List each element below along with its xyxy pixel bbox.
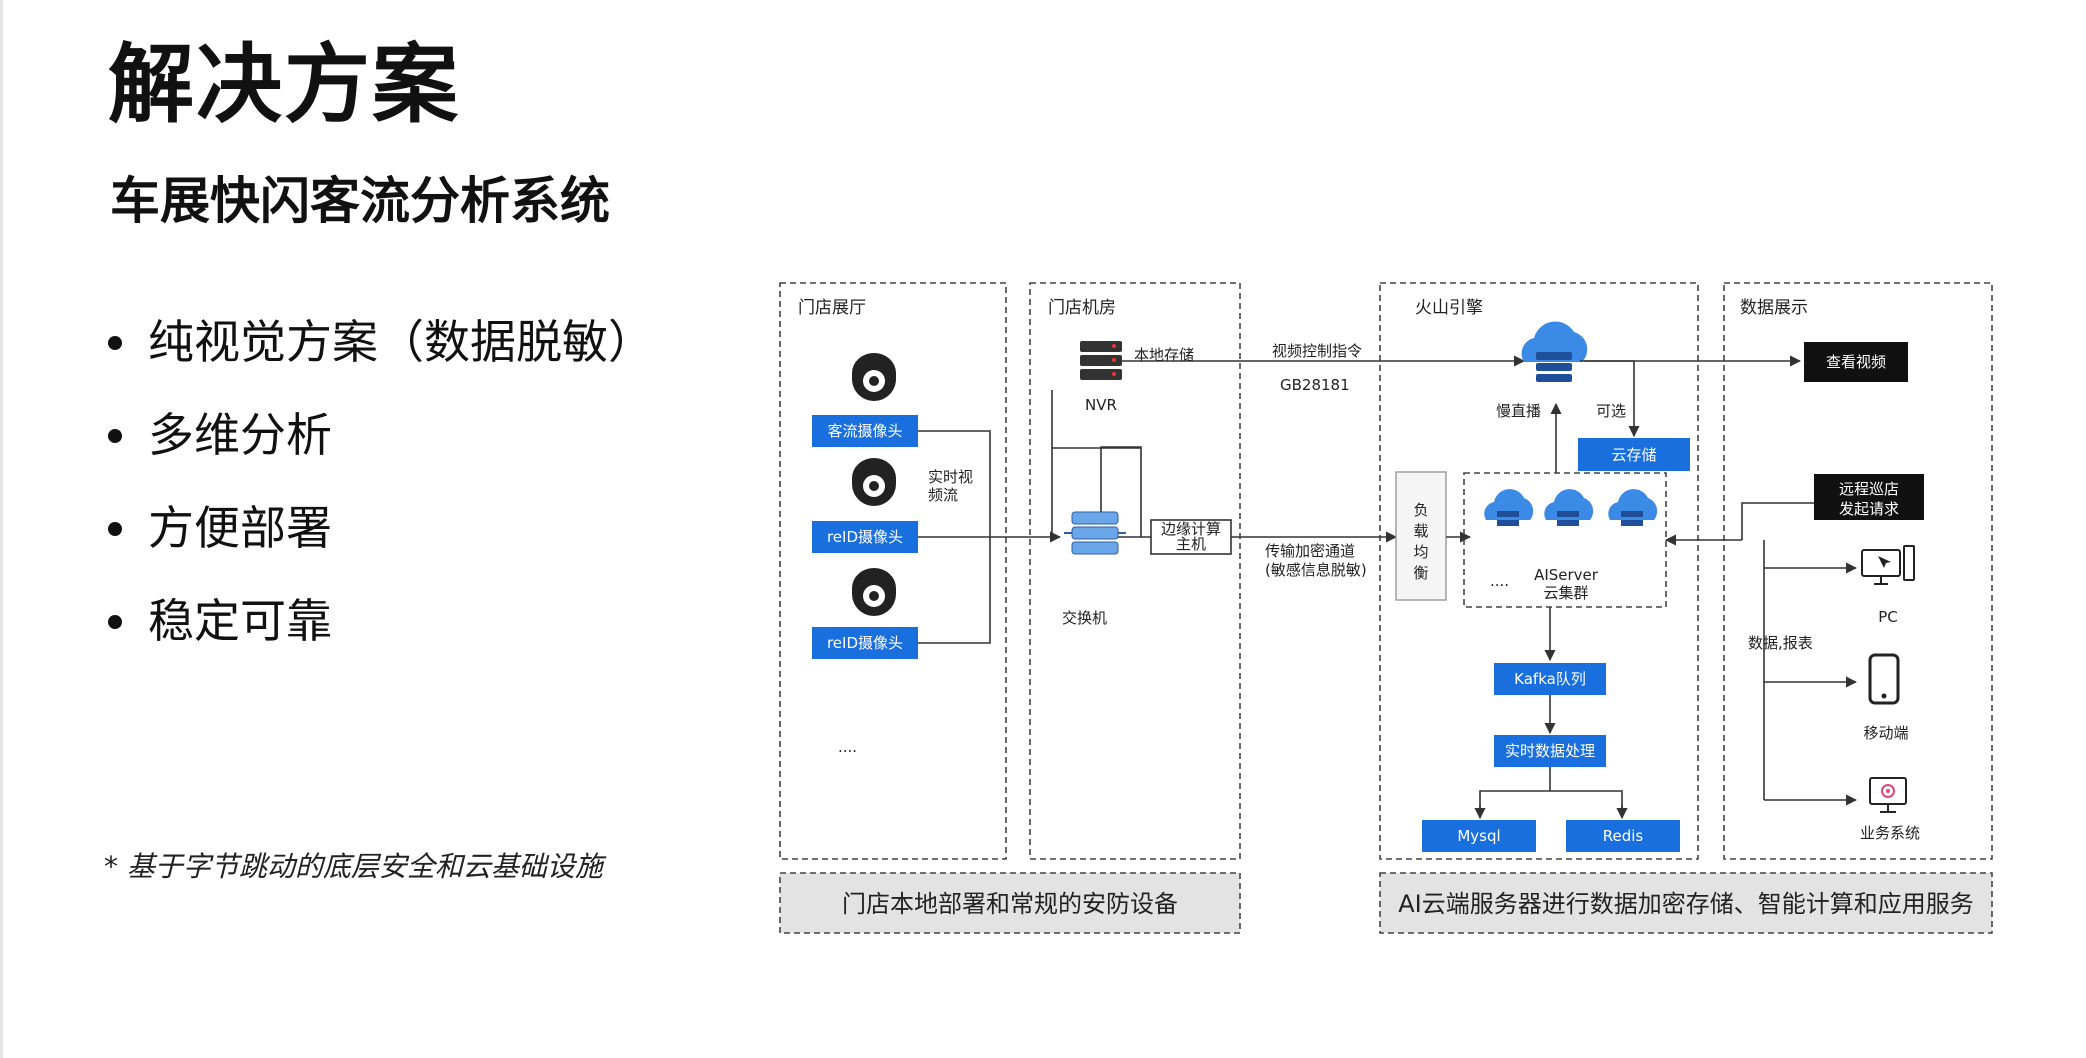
business-system-icon (1869, 777, 1907, 813)
load-balancer-box (1395, 471, 1447, 601)
aiserver-label: 云集群 (1543, 584, 1588, 602)
cloud-storage-block (1578, 438, 1690, 471)
aiserver-label: AIServer (1534, 566, 1599, 584)
data-report-label: 数据,报表 (1748, 634, 1813, 652)
camera-label: reID摄像头 (827, 634, 903, 652)
switch-icon (1064, 511, 1126, 555)
dome-camera-icon (852, 568, 896, 616)
mysql-label: Mysql (1457, 827, 1500, 845)
footer-left (779, 872, 1241, 934)
aiserver-cluster (1463, 472, 1667, 608)
pc-label: PC (1878, 608, 1898, 626)
cloud-server-icon (1484, 489, 1534, 526)
bullet-dot (108, 429, 122, 443)
section-store-hall (779, 282, 1007, 860)
nvr-server-icon (1080, 341, 1122, 380)
page-subtitle: 车展快闪客流分析系统 (110, 172, 610, 230)
camera-label: 客流摄像头 (827, 422, 902, 440)
slide-edge (0, 0, 3, 1058)
redis-block (1566, 820, 1680, 852)
db-branch-line (1479, 767, 1623, 817)
footer-right-text: AI云端服务器进行数据加密存储、智能计算和应用服务 (1398, 890, 1974, 918)
section-title-store-hall: 门店展厅 (798, 298, 866, 318)
cloud-server-icon (1544, 489, 1594, 526)
bullet-item: 纯视觉方案（数据脱敏） (100, 312, 654, 405)
business-label: 业务系统 (1860, 824, 1920, 842)
load-balancer-char: 载 (1413, 522, 1428, 540)
encrypted-label: (敏感信息脱敏) (1265, 561, 1367, 579)
stream-label: 频流 (928, 486, 958, 504)
load-balancer-char: 负 (1413, 501, 1428, 519)
remote-request-label: 远程巡店 (1839, 480, 1899, 498)
dome-camera-icon (852, 458, 896, 506)
kafka-block (1494, 663, 1606, 695)
switch-label: 交换机 (1062, 609, 1107, 627)
mobile-phone-icon (1868, 653, 1900, 705)
cloud-storage-label: 云存储 (1611, 446, 1656, 464)
camera-block (812, 415, 918, 447)
edge-host-label: 边缘计算 (1161, 520, 1221, 538)
section-data-display (1723, 282, 1993, 860)
pc-icon (1861, 545, 1915, 585)
edge-host-label: 主机 (1176, 535, 1206, 553)
bullet-dot (108, 336, 122, 350)
camera-block (812, 627, 918, 659)
optional-label: 可选 (1596, 402, 1626, 420)
section-title-volc-engine: 火山引擎 (1415, 298, 1483, 318)
slow-live-label: 慢直播 (1496, 402, 1541, 420)
page-title: 解决方案 (108, 35, 460, 135)
mobile-label: 移动端 (1863, 724, 1908, 742)
section-title-store-room: 门店机房 (1048, 298, 1116, 318)
footer-left-text: 门店本地部署和常规的安防设备 (842, 890, 1178, 918)
stream-label: 实时视 (928, 468, 973, 486)
kafka-label: Kafka队列 (1514, 670, 1586, 688)
load-balancer-char: 均 (1413, 543, 1428, 561)
cloud-server-icon (1521, 321, 1588, 382)
camera-block (812, 521, 918, 553)
section-volc-engine (1379, 282, 1699, 860)
redis-label: Redis (1603, 827, 1644, 845)
camera-label: reID摄像头 (827, 528, 903, 546)
bullet-item: 稳定可靠 (100, 591, 654, 684)
footer-right (1379, 872, 1993, 934)
bullet-dot (108, 615, 122, 629)
more-cameras: .... (838, 738, 857, 756)
encrypted-label: 传输加密通道 (1265, 542, 1355, 560)
realtime-label: 实时数据处理 (1505, 742, 1595, 760)
load-balancer-char: 衡 (1413, 564, 1428, 582)
section-store-room (1029, 282, 1241, 860)
view-video-block (1804, 342, 1908, 382)
section-title-data-display: 数据展示 (1740, 298, 1808, 318)
cloud-server-icon (1608, 489, 1658, 526)
local-storage-label: 本地存储 (1134, 346, 1194, 364)
remote-request-block (1814, 474, 1924, 520)
gb-label: GB28181 (1280, 376, 1350, 394)
more-servers: .... (1490, 572, 1509, 590)
bullet-item: 方便部署 (100, 498, 654, 591)
mysql-block (1422, 820, 1536, 852)
footnote: * 基于字节跳动的底层安全和云基础设施 (104, 850, 603, 883)
realtime-block (1494, 735, 1606, 767)
video-control-label: 视频控制指令 (1272, 342, 1362, 360)
bullet-dot (108, 522, 122, 536)
view-video-label: 查看视频 (1826, 353, 1886, 371)
remote-line (1741, 502, 1814, 540)
optional-arrow (1580, 360, 1640, 438)
bullet-list: 纯视觉方案（数据脱敏） 多维分析 方便部署 稳定可靠 (100, 312, 654, 684)
remote-request-label: 发起请求 (1839, 500, 1899, 518)
nvr-switch-line (1100, 446, 1142, 537)
edge-host-box (1150, 519, 1232, 555)
nvr-label: NVR (1085, 396, 1117, 414)
bullet-item: 多维分析 (100, 405, 654, 498)
dome-camera-icon (852, 353, 896, 401)
